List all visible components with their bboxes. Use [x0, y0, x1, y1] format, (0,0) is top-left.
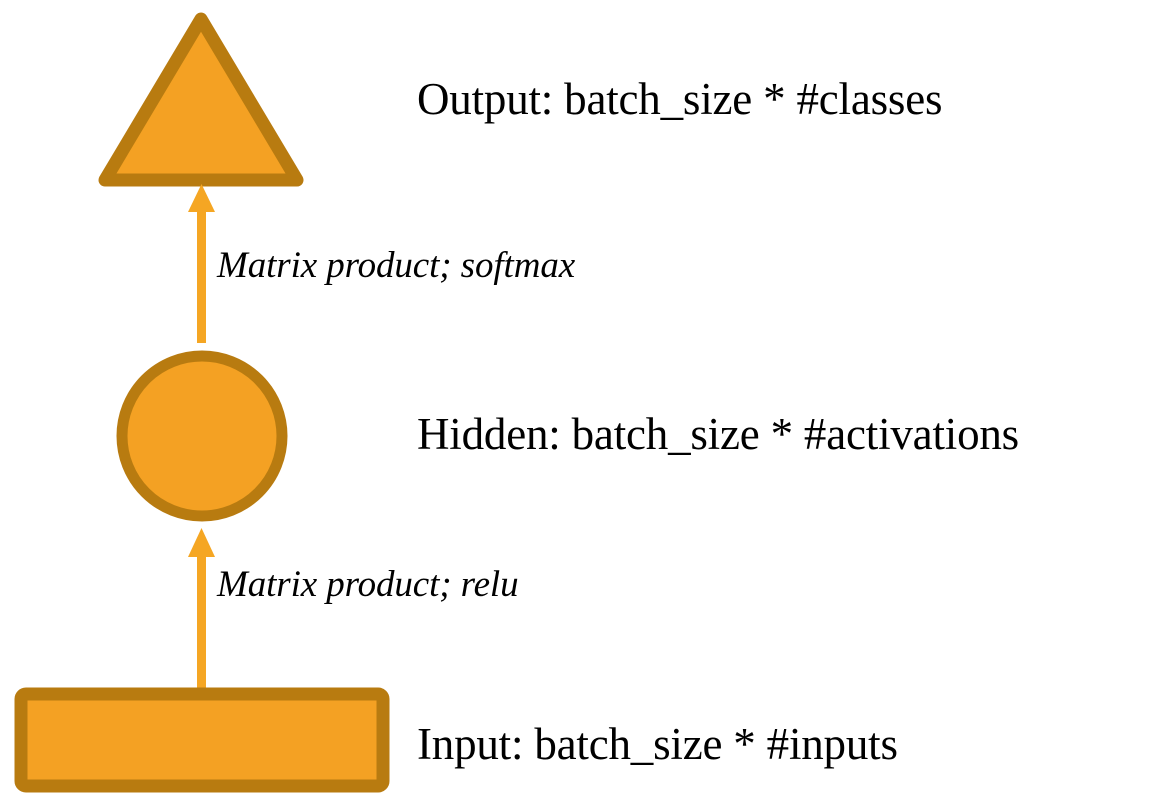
- triangle-shape[interactable]: [98, 12, 304, 187]
- edge-label-hidden-to-output: Matrix product; softmax: [217, 245, 576, 286]
- edge-label-input-to-hidden: Matrix product; relu: [217, 564, 519, 605]
- arrow-input-to-hidden[interactable]: [188, 528, 215, 691]
- arrow-hidden-to-output[interactable]: [188, 184, 215, 343]
- circle-shape[interactable]: [116, 350, 288, 522]
- hidden-layer-label: Hidden: batch_size * #activations: [417, 409, 1019, 459]
- input-layer-label: Input: batch_size * #inputs: [417, 719, 898, 769]
- rectangle-shape[interactable]: [14, 687, 390, 793]
- output-layer-label: Output: batch_size * #classes: [417, 74, 943, 124]
